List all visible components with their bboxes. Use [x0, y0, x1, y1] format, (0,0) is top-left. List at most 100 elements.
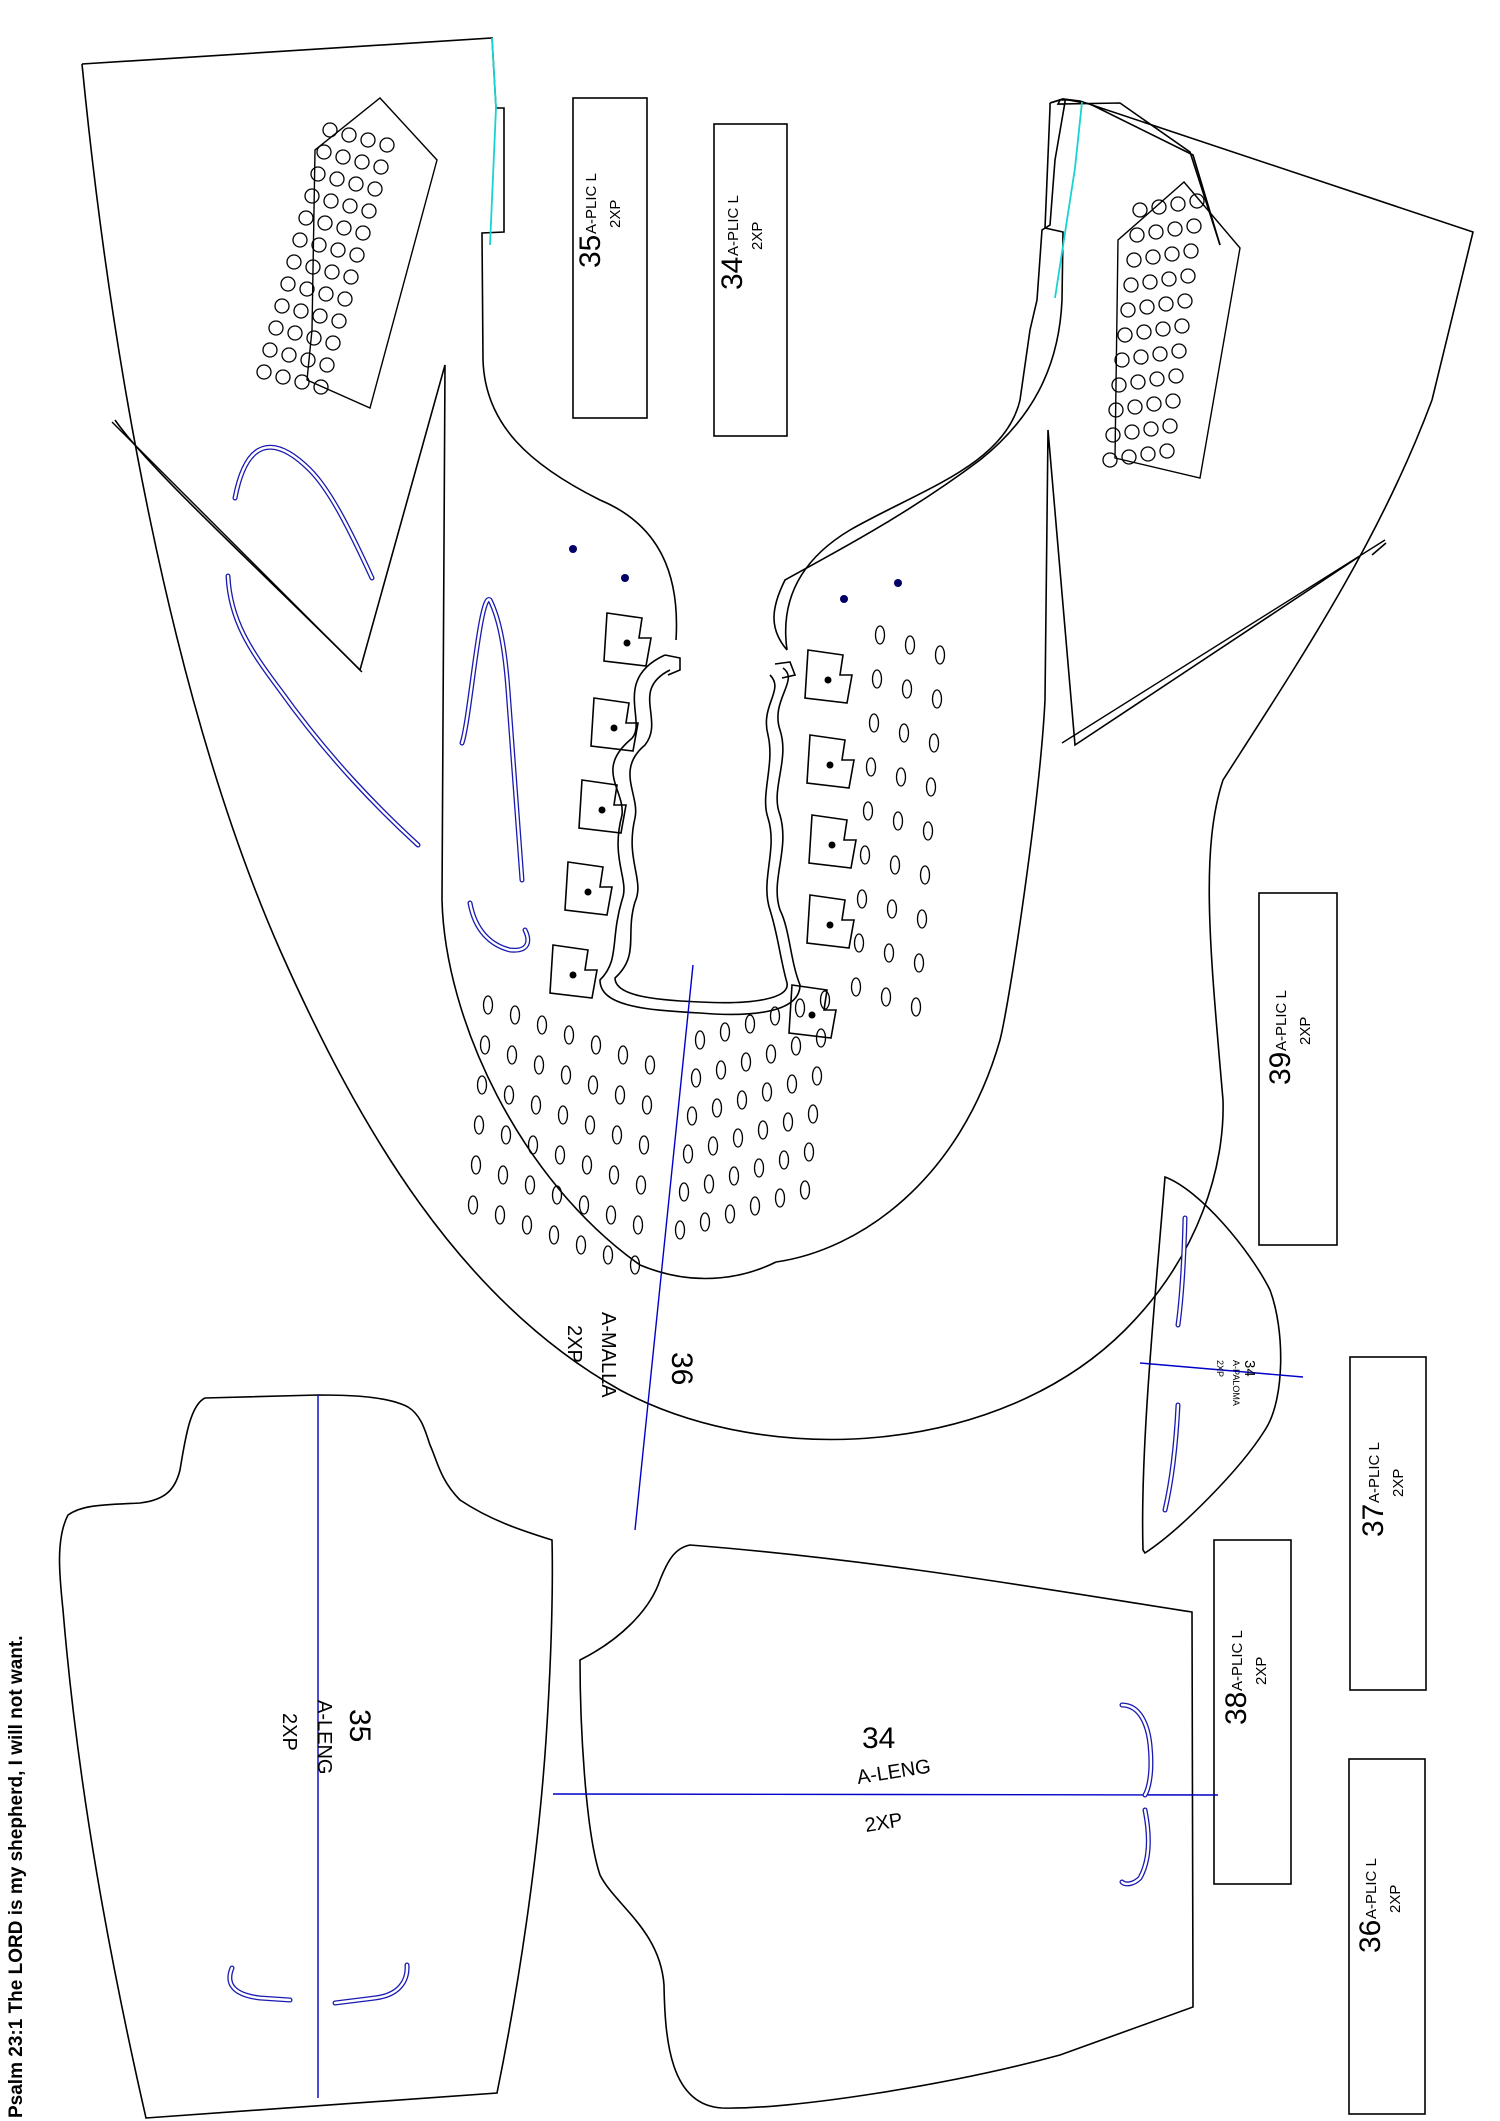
marker-dot	[894, 579, 902, 587]
lace-channel-top-right	[774, 661, 797, 679]
oval-perforation	[819, 990, 831, 1010]
strip-36-outline	[1348, 1758, 1426, 2115]
perforation-hole	[323, 193, 339, 209]
oval-perforation	[506, 1045, 518, 1065]
perforation-hole	[299, 281, 315, 297]
malla-right-flap-edge	[773, 103, 1064, 651]
perforation-hole	[294, 374, 310, 390]
perforation-hole	[1123, 277, 1139, 293]
eyelet-tab	[564, 861, 613, 916]
malla-right-top-line	[1049, 98, 1474, 401]
leng34-name: A-LENG	[855, 1756, 932, 1789]
oval-perforation	[536, 1015, 548, 1035]
oval-perforation	[728, 1166, 740, 1186]
oval-perforation	[928, 733, 940, 753]
placement-marker	[459, 597, 525, 883]
leng34-marker-inner	[1120, 1808, 1150, 1886]
perforation-hole	[286, 254, 302, 270]
perforation-hole	[379, 137, 395, 153]
perforation-hole	[354, 154, 370, 170]
oval-perforation	[467, 1195, 479, 1215]
oval-perforation	[901, 679, 913, 699]
piece-35-leng: 35 A-LENG 2XP	[58, 1394, 554, 2119]
perforation-hole	[1180, 268, 1196, 284]
perforation-hole	[336, 220, 352, 236]
oval-perforation	[778, 1150, 790, 1170]
oval-perforations	[467, 625, 946, 1275]
perforation-hole	[1120, 302, 1136, 318]
eyelet-dot	[569, 971, 577, 979]
left-perforation-panel-outline	[306, 97, 438, 409]
verse-text: Psalm 23:1 The LORD is my shepherd, I wi…	[6, 1636, 27, 2119]
perforation-hole	[1170, 196, 1186, 212]
right-perforation-holes	[1102, 193, 1205, 468]
oval-perforation	[803, 1142, 815, 1162]
leng34-number: 34	[862, 1722, 895, 1755]
eyelet-tab	[806, 734, 855, 789]
oval-perforation	[533, 1055, 545, 1075]
perforation-hole	[335, 149, 351, 165]
oval-perforation	[500, 1125, 512, 1145]
oval-perforation	[563, 1025, 575, 1045]
oval-perforation	[916, 909, 928, 929]
perforation-hole	[1126, 252, 1142, 268]
oval-perforation	[590, 1035, 602, 1055]
eyelet-tab	[788, 984, 837, 1039]
eyelet-tab	[804, 649, 853, 704]
oval-perforation	[931, 689, 943, 709]
oval-perforation	[629, 1255, 641, 1275]
strip-39-number: 39	[1264, 1052, 1297, 1085]
strip-35-outline	[572, 97, 648, 419]
malla-right-tip	[1208, 399, 1433, 1101]
perforation-hole	[1145, 249, 1161, 265]
perforation-hole	[330, 242, 346, 258]
oval-perforation	[859, 845, 871, 865]
oval-perforation	[757, 1120, 769, 1140]
oval-perforation	[678, 1182, 690, 1202]
oval-perforation	[761, 1082, 773, 1102]
eyelet-tabs	[549, 612, 857, 1039]
piece-36-malla: 36 A-MALLA 2XP	[81, 37, 1474, 1531]
oval-perforation	[476, 1075, 488, 1095]
oval-perforation	[605, 1205, 617, 1225]
perforation-hole	[274, 298, 290, 314]
placement-marker-inner	[468, 901, 529, 952]
perforation-hole	[1158, 296, 1174, 312]
perforation-hole	[361, 203, 377, 219]
oval-perforation	[638, 1135, 650, 1155]
leng35-border	[58, 1394, 554, 2119]
perforation-hole	[1127, 399, 1143, 415]
malla-left-notch	[114, 364, 777, 1280]
oval-perforation	[871, 669, 883, 689]
malla-right-reference-line	[1061, 539, 1386, 744]
malla-left-reference-line	[111, 421, 363, 673]
perforation-hole	[1129, 227, 1145, 243]
oval-perforation	[554, 1145, 566, 1165]
oval-perforation	[815, 1028, 827, 1048]
oval-perforation	[732, 1128, 744, 1148]
oval-perforation	[895, 767, 907, 787]
paloma-grain-line	[1139, 1362, 1304, 1378]
perforation-hole	[313, 379, 329, 395]
paloma-number: 34	[1241, 1360, 1258, 1377]
lace-channel-outer	[599, 654, 801, 1016]
oval-perforation	[724, 1204, 736, 1224]
strip-34-name: A-PLIC L	[725, 195, 742, 256]
oval-perforation	[749, 1196, 761, 1216]
oval-perforation	[904, 635, 916, 655]
perforation-hole	[1161, 271, 1177, 287]
oval-perforation	[686, 1106, 698, 1126]
oval-perforation	[632, 1215, 644, 1235]
oval-perforation	[690, 1068, 702, 1088]
eyelet-tab	[590, 697, 639, 752]
perforation-hole	[1102, 452, 1118, 468]
perforation-hole	[331, 313, 347, 329]
perforation-hole	[1174, 318, 1190, 334]
eyelet-tab	[603, 612, 652, 667]
leng35-qty: 2XP	[278, 1713, 300, 1751]
oval-perforation	[886, 899, 898, 919]
leng34-grain-line	[552, 1793, 1219, 1796]
perforation-hole	[373, 159, 389, 175]
oval-perforation	[880, 987, 892, 1007]
